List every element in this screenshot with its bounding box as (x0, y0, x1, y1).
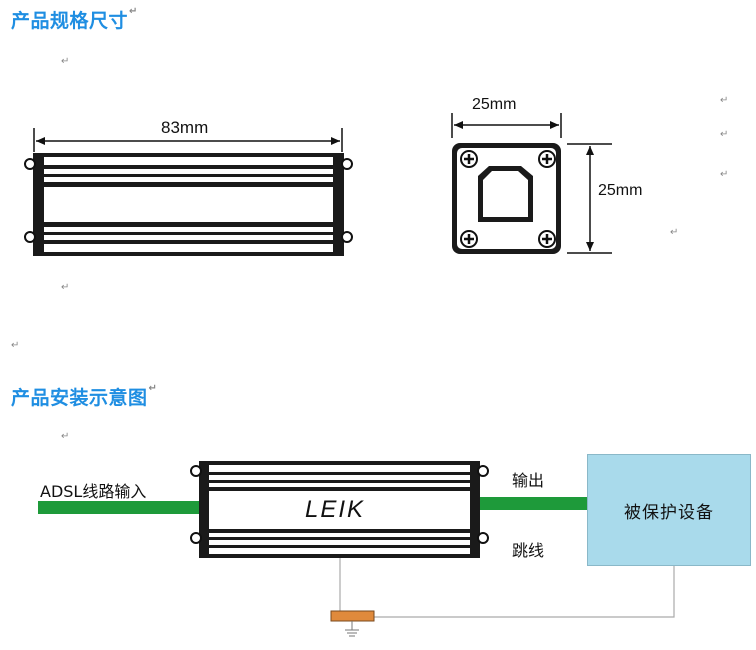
height-dimension-label: 25mm (598, 182, 643, 199)
paragraph-mark: ↵ (61, 431, 70, 442)
paragraph-mark: ↵ (61, 282, 70, 293)
paragraph-mark: ↵ (129, 6, 138, 17)
device-ground-wire (372, 566, 675, 618)
length-dimension-label: 83mm (161, 118, 209, 137)
output-label: 输出 (512, 471, 545, 490)
paragraph-mark: ↵ (148, 383, 158, 394)
installation-diagram (38, 461, 675, 637)
protector-device (190, 461, 489, 558)
protector-side-view (24, 128, 353, 256)
ground-block (330, 610, 375, 622)
width-dimension-label: 25mm (472, 96, 517, 113)
protected-device-label: 被保护设备 (624, 502, 714, 523)
input-cable (38, 501, 200, 514)
specs-section-title: 产品规格尺寸↵ (11, 6, 138, 32)
output-cable (478, 497, 588, 510)
brand-logo: LEIK (305, 496, 366, 523)
paragraph-mark: ↵ (670, 227, 679, 238)
paragraph-mark: ↵ (61, 56, 70, 67)
paragraph-mark: ↵ (11, 340, 20, 351)
jumper-label: 跳线 (512, 541, 545, 560)
install-section-title: 产品安装示意图↵ (11, 383, 158, 409)
paragraph-mark: ↵ (720, 169, 729, 180)
protector-end-view (451, 113, 612, 254)
adsl-input-label: ADSL线路输入 (40, 482, 147, 501)
protected-device-box: 被保护设备 (587, 454, 751, 566)
paragraph-mark: ↵ (720, 129, 729, 140)
paragraph-mark: ↵ (720, 95, 729, 106)
